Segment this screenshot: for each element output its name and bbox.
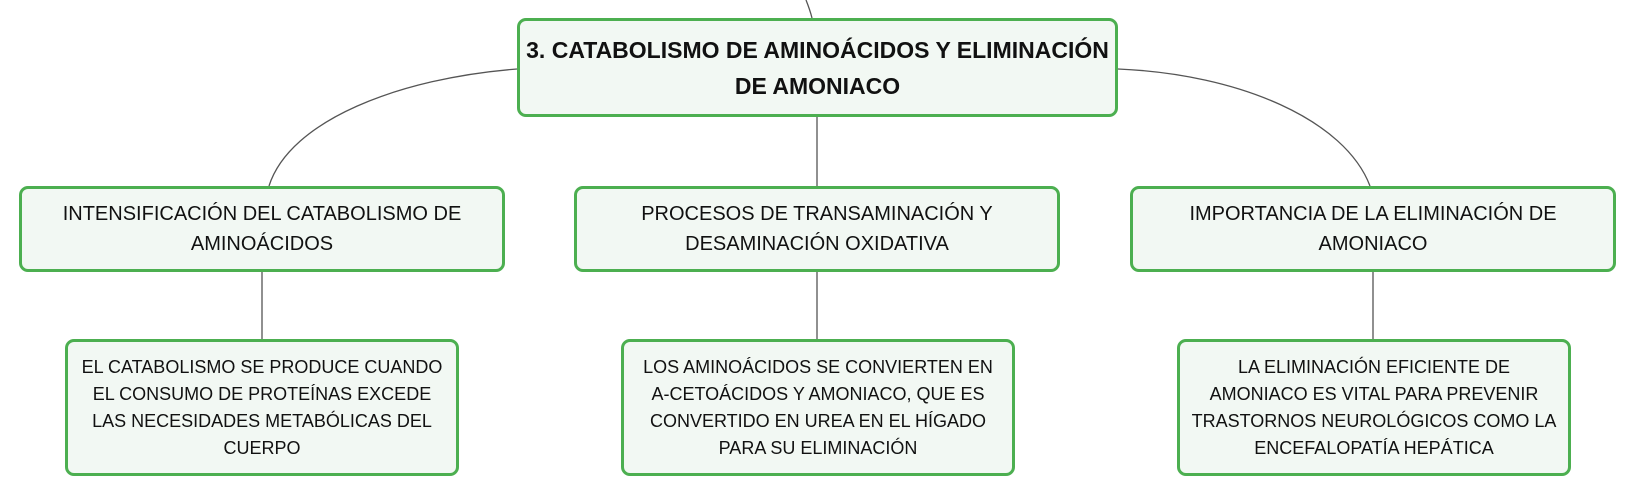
connector-parent-to-root [805,0,813,19]
connector-root-to-branch-3 [1117,68,1371,187]
detail-text-1: EL CATABOLISMO SE PRODUCE CUANDO EL CONS… [81,356,443,458]
detail-node-1[interactable]: EL CATABOLISMO SE PRODUCE CUANDO EL CONS… [65,339,459,476]
branch-node-1[interactable]: INTENSIFICACIÓN DEL CATABOLISMO DE AMINO… [19,186,505,272]
branch-node-3[interactable]: IMPORTANCIA DE LA ELIMINACIÓN DE AMONIAC… [1130,186,1616,272]
branch-node-2[interactable]: PROCESOS DE TRANSAMINACIÓN Y DESAMINACIÓ… [574,186,1060,272]
branch-label-2: PROCESOS DE TRANSAMINACIÓN Y DESAMINACIÓ… [641,203,993,255]
root-topic-label: 3. CATABOLISMO DE AMINOÁCIDOS Y ELIMINAC… [526,36,1109,99]
detail-node-2[interactable]: LOS AMINOÁCIDOS SE CONVIERTEN EN Α-CETOÁ… [621,339,1015,476]
detail-text-3: LA ELIMINACIÓN EFICIENTE DE AMONIACO ES … [1191,356,1557,458]
branch-label-3: IMPORTANCIA DE LA ELIMINACIÓN DE AMONIAC… [1189,203,1557,255]
detail-text-2: LOS AMINOÁCIDOS SE CONVIERTEN EN Α-CETOÁ… [643,356,993,458]
detail-node-3[interactable]: LA ELIMINACIÓN EFICIENTE DE AMONIACO ES … [1177,339,1571,476]
connector-root-to-branch-1 [268,68,518,187]
branch-label-1: INTENSIFICACIÓN DEL CATABOLISMO DE AMINO… [62,203,462,255]
root-topic-node[interactable]: 3. CATABOLISMO DE AMINOÁCIDOS Y ELIMINAC… [517,18,1118,117]
